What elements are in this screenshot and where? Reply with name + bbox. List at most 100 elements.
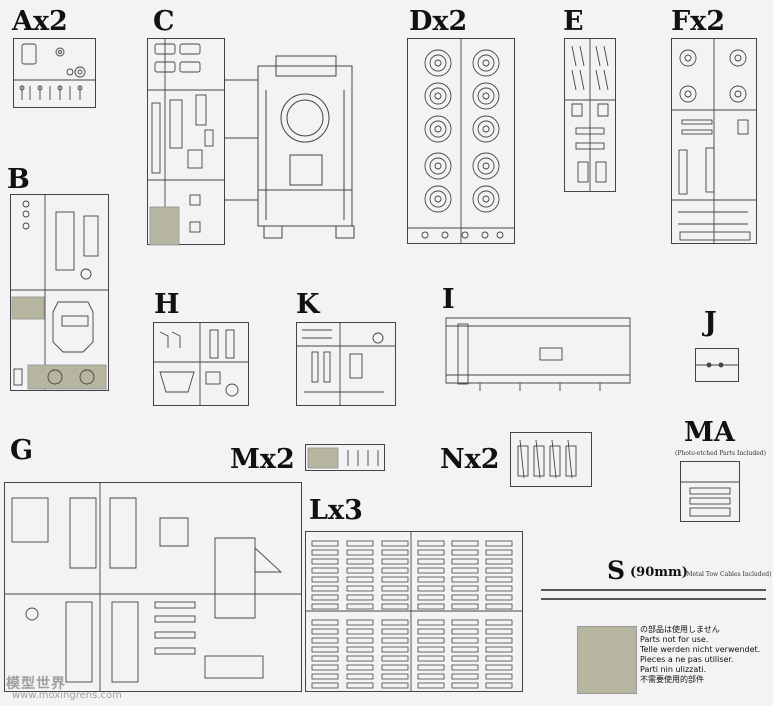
sprue-a-frame <box>13 38 96 108</box>
track-link <box>346 682 374 689</box>
sprue-h-parts <box>153 322 249 406</box>
track-link <box>381 673 409 680</box>
sprue-n-parts <box>517 439 577 479</box>
track-link <box>311 567 339 574</box>
legend-line-it: Parti nin ulizzati. <box>640 665 707 674</box>
sprue-d-title: Dx2 <box>409 6 468 37</box>
track-link <box>485 664 513 671</box>
unused-parts-legend: の部品は使用しません Parts not for use. Telle werd… <box>640 625 760 685</box>
sprue-g-parts <box>4 482 302 692</box>
track-link <box>485 619 513 626</box>
sprue-ma-title: MA <box>684 417 735 448</box>
watermark-url: www.moxingrens.com <box>12 690 122 701</box>
track-link <box>311 655 339 662</box>
track-link <box>381 646 409 653</box>
track-link <box>451 619 479 626</box>
hull-part <box>257 55 355 239</box>
track-link <box>311 637 339 644</box>
track-link <box>417 637 445 644</box>
track-link <box>417 682 445 689</box>
track-link <box>485 603 513 610</box>
track-link <box>381 549 409 556</box>
track-link <box>346 540 374 547</box>
sprue-s-size: (90mm) <box>630 565 688 580</box>
track-link <box>311 619 339 626</box>
track-link <box>311 594 339 601</box>
sprue-k-frame <box>296 322 396 406</box>
track-link <box>417 576 445 583</box>
track-link <box>381 576 409 583</box>
track-link <box>451 646 479 653</box>
sprue-k-parts <box>296 322 396 406</box>
sprue-j-title: J <box>704 307 717 338</box>
sprue-m-frame <box>305 444 385 471</box>
track-link <box>381 594 409 601</box>
track-link <box>451 549 479 556</box>
track-link <box>417 540 445 547</box>
track-link <box>381 603 409 610</box>
track-link <box>311 585 339 592</box>
track-link <box>451 576 479 583</box>
track-link <box>346 594 374 601</box>
track-link <box>485 682 513 689</box>
sprue-b-title: B <box>7 164 30 195</box>
track-link <box>485 585 513 592</box>
track-link <box>311 549 339 556</box>
sprue-s-note: (Metal Tow Cables Included) <box>684 571 772 578</box>
track-link <box>451 558 479 565</box>
track-link <box>451 567 479 574</box>
track-link <box>311 558 339 565</box>
track-link <box>346 558 374 565</box>
track-link <box>346 628 374 635</box>
sprue-e-title: E <box>563 6 584 37</box>
legend-line-en: Parts not for use. <box>640 635 709 644</box>
sprue-e-parts <box>564 38 616 192</box>
track-link <box>485 646 513 653</box>
track-link <box>417 628 445 635</box>
sprue-l-frame <box>305 531 523 692</box>
track-link <box>451 637 479 644</box>
watermark-logo: 模型世界 <box>6 676 66 692</box>
legend-line-fr: Pieces a ne pas utiliser. <box>640 655 734 664</box>
track-link <box>485 540 513 547</box>
track-link <box>381 585 409 592</box>
track-link <box>417 585 445 592</box>
legend-line-de: Telle werden nicht verwendet. <box>640 645 761 654</box>
sprue-h-frame <box>153 322 249 406</box>
track-link <box>346 664 374 671</box>
sprue-n-frame <box>510 432 592 487</box>
track-link <box>485 549 513 556</box>
track-link <box>346 637 374 644</box>
track-link <box>346 673 374 680</box>
track-link <box>381 558 409 565</box>
track-link <box>485 655 513 662</box>
sprue-i-title: I <box>442 284 455 315</box>
sprue-d-parts <box>407 38 515 244</box>
track-link <box>417 646 445 653</box>
track-link <box>346 655 374 662</box>
track-link <box>417 619 445 626</box>
sprue-n-title: Nx2 <box>440 444 500 475</box>
sprue-b-frame <box>10 194 109 391</box>
track-link <box>311 628 339 635</box>
track-link <box>311 682 339 689</box>
track-link <box>346 567 374 574</box>
track-link <box>381 664 409 671</box>
sprue-s-title: S <box>607 556 626 585</box>
sprue-g-frame <box>4 482 302 692</box>
track-link <box>451 540 479 547</box>
tow-cable-2 <box>541 598 766 600</box>
sprue-m-title: Mx2 <box>230 444 295 475</box>
track-link <box>485 673 513 680</box>
track-link <box>451 585 479 592</box>
track-link <box>451 664 479 671</box>
track-link <box>311 576 339 583</box>
track-link <box>311 540 339 547</box>
ma-subtitle: (Photo-etched Parts Included) <box>675 450 766 457</box>
track-link <box>417 549 445 556</box>
track-link <box>311 603 339 610</box>
track-link <box>381 655 409 662</box>
track-link <box>417 655 445 662</box>
track-link <box>381 628 409 635</box>
